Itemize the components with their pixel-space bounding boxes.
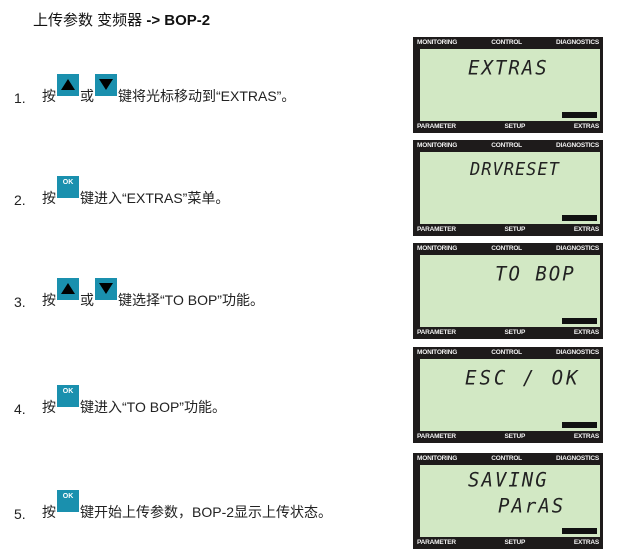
lcd-label-diagnostics: DIAGNOSTICS [556, 39, 599, 46]
lcd-text: PArAS [498, 494, 566, 518]
step-text: 键进入“TO BOP”功能。 [80, 399, 226, 415]
extras-indicator-bar [562, 112, 597, 118]
up-arrow-key-icon [57, 278, 79, 300]
step-number: 2. [14, 192, 26, 208]
step-3: 3. 按 或 键选择“TO BOP”功能。 [14, 278, 264, 310]
lcd-label-monitoring: MONITORING [417, 349, 458, 356]
bop-display-3: MONITORING CONTROL DIAGNOSTICS TO BOP PARA… [413, 243, 603, 339]
lcd-screen: SAVING PArAS [420, 465, 600, 537]
lcd-label-monitoring: MONITORING [417, 39, 458, 46]
lcd-label-extras: EXTRAS [573, 433, 599, 440]
lcd-label-monitoring: MONITORING [417, 455, 458, 462]
title-cn: 上传参数 变频器 [33, 12, 143, 29]
title-arrow: -> BOP-2 [146, 12, 211, 29]
step-number: 1. [14, 90, 26, 106]
lcd-screen: EXTRAS [420, 49, 600, 121]
lcd-label-setup: SETUP [504, 539, 526, 546]
lcd-label-extras: EXTRAS [573, 226, 599, 233]
step-text: 按 [42, 399, 56, 415]
step-text: 按 [42, 292, 56, 308]
page-title: 上传参数 变频器 -> BOP-2 [33, 9, 210, 30]
extras-indicator-bar [562, 422, 597, 428]
step-text: 键开始上传参数，BOP-2显示上传状态。 [80, 504, 333, 520]
step-text: 键进入“EXTRAS”菜单。 [80, 190, 230, 206]
lcd-text: ESC / OK [465, 366, 581, 390]
lcd-label-diagnostics: DIAGNOSTICS [556, 349, 599, 356]
lcd-label-control: CONTROL [491, 142, 522, 149]
extras-indicator-bar [562, 215, 597, 221]
lcd-text: DRVRESET [470, 159, 560, 181]
lcd-label-monitoring: MONITORING [417, 245, 458, 252]
lcd-label-control: CONTROL [491, 245, 522, 252]
lcd-label-setup: SETUP [504, 226, 526, 233]
lcd-screen: ESC / OK [420, 359, 600, 431]
extras-indicator-bar [562, 318, 597, 324]
step-text: 或 [80, 88, 94, 104]
lcd-label-setup: SETUP [504, 433, 526, 440]
step-text: 或 [80, 292, 94, 308]
extras-indicator-bar [562, 528, 597, 534]
lcd-label-control: CONTROL [491, 455, 522, 462]
lcd-label-setup: SETUP [504, 329, 526, 336]
down-arrow-key-icon [95, 74, 117, 96]
lcd-label-diagnostics: DIAGNOSTICS [556, 142, 599, 149]
bop-display-1: MONITORING CONTROL DIAGNOSTICS EXTRAS PARA… [413, 37, 603, 133]
lcd-label-extras: EXTRAS [573, 123, 599, 130]
lcd-label-control: CONTROL [491, 349, 522, 356]
lcd-label-extras: EXTRAS [573, 329, 599, 336]
step-number: 3. [14, 294, 26, 310]
lcd-label-diagnostics: DIAGNOSTICS [556, 245, 599, 252]
lcd-label-parameter: PARAMETER [417, 329, 456, 336]
step-5: 5. 按 OK 键开始上传参数，BOP-2显示上传状态。 [14, 490, 333, 522]
bop-display-4: MONITORING CONTROL DIAGNOSTICS ESC / OK PA… [413, 347, 603, 443]
step-text: 键选择“TO BOP”功能。 [118, 292, 264, 308]
lcd-label-diagnostics: DIAGNOSTICS [556, 455, 599, 462]
ok-key-icon: OK [57, 176, 79, 198]
step-text: 按 [42, 504, 56, 520]
lcd-text: EXTRAS [468, 56, 549, 80]
lcd-label-parameter: PARAMETER [417, 123, 456, 130]
lcd-label-parameter: PARAMETER [417, 539, 456, 546]
step-1: 1. 按 或 键将光标移动到“EXTRAS”。 [14, 74, 296, 106]
up-arrow-key-icon [57, 74, 79, 96]
bop-display-2: MONITORING CONTROL DIAGNOSTICS DRVRESET PA… [413, 140, 603, 236]
step-text: 键将光标移动到“EXTRAS”。 [118, 88, 296, 104]
lcd-label-setup: SETUP [504, 123, 526, 130]
lcd-label-control: CONTROL [491, 39, 522, 46]
step-2: 2. 按 OK 键进入“EXTRAS”菜单。 [14, 176, 230, 208]
lcd-label-parameter: PARAMETER [417, 226, 456, 233]
step-text: 按 [42, 88, 56, 104]
ok-key-icon: OK [57, 490, 79, 512]
down-arrow-key-icon [95, 278, 117, 300]
step-text: 按 [42, 190, 56, 206]
ok-key-icon: OK [57, 385, 79, 407]
step-number: 4. [14, 401, 26, 417]
lcd-label-extras: EXTRAS [573, 539, 599, 546]
lcd-screen: DRVRESET [420, 152, 600, 224]
lcd-text: TO BOP [495, 262, 576, 286]
step-number: 5. [14, 506, 26, 522]
lcd-label-parameter: PARAMETER [417, 433, 456, 440]
bop-display-5: MONITORING CONTROL DIAGNOSTICS SAVING PArA… [413, 453, 603, 549]
step-4: 4. 按 OK 键进入“TO BOP”功能。 [14, 385, 226, 417]
lcd-screen: TO BOP [420, 255, 600, 327]
lcd-text: SAVING [468, 468, 549, 492]
lcd-label-monitoring: MONITORING [417, 142, 458, 149]
